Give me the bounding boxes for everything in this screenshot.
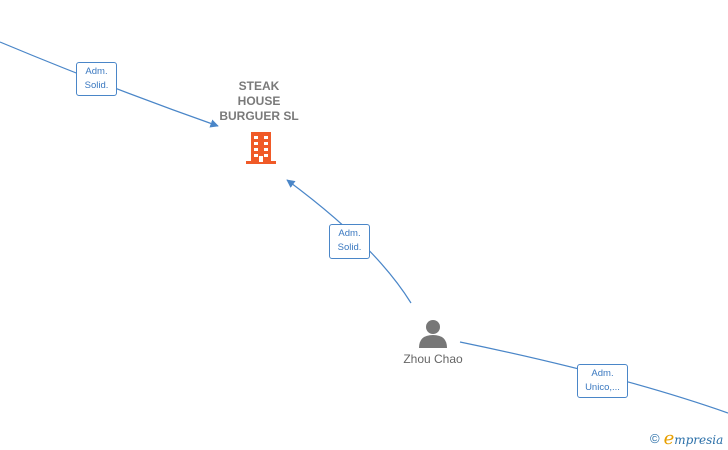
edge-label-adm-solid-1[interactable]: Adm. Solid. <box>76 62 117 96</box>
edge-label-adm-solid-2[interactable]: Adm. Solid. <box>329 224 370 259</box>
person-name[interactable]: Zhou Chao <box>403 352 463 366</box>
person-icon[interactable] <box>417 318 449 348</box>
brand-name: mpresia <box>674 433 724 447</box>
empresia-watermark: © empresia <box>650 428 723 449</box>
edge-label-adm-unico[interactable]: Adm. Unico,... <box>577 364 628 398</box>
brand-initial: e <box>663 428 675 449</box>
building-icon[interactable] <box>245 131 277 165</box>
copyright-symbol: © <box>650 431 660 446</box>
company-name[interactable]: STEAK HOUSE BURGUER SL <box>219 79 299 123</box>
